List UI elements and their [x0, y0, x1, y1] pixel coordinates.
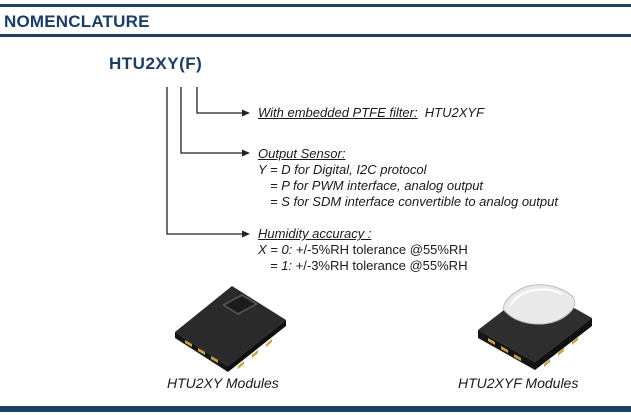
bottom-rule: [0, 406, 631, 412]
output-bracket-line: [180, 87, 243, 154]
top-rule: [0, 4, 631, 7]
humidity-line-5: X = 0: +/-5%RH tolerance @55%RH: [258, 242, 468, 258]
part-number: HTU2XY(F): [109, 54, 203, 73]
humidity-line-3-text: +/-3%RH tolerance @55%RH: [292, 258, 468, 273]
filter-bracket-line: [196, 87, 243, 114]
output-description: Output Sensor: Y = D for Digital, I2C pr…: [258, 146, 558, 210]
humidity-arrowhead: [242, 230, 250, 238]
htu2xyf-module-image: [478, 284, 592, 370]
humidity-description: Humidity accuracy : X = 0: +/-5%RH toler…: [258, 226, 468, 274]
title-underline: [0, 34, 631, 37]
output-arrowhead: [242, 149, 250, 157]
filter-arrowhead: [242, 109, 250, 117]
humidity-line-3: = 1: +/-3%RH tolerance @55%RH: [258, 258, 468, 274]
humidity-bracket-line: [166, 87, 243, 235]
humidity-line-5-prefix: X = 0:: [258, 242, 293, 257]
output-line-sdm: = S for SDM interface convertible to ana…: [270, 194, 558, 209]
output-line-pwm: = P for PWM interface, analog output: [270, 178, 484, 193]
section-title: NOMENCLATURE: [4, 12, 150, 31]
htu2xyf-caption: HTU2XYF Modules: [458, 375, 579, 391]
filter-value: HTU2XYF: [424, 105, 485, 120]
htu2xy-module-image: [175, 286, 286, 372]
filter-description: With embedded PTFE filter: HTU2XYF: [258, 105, 484, 121]
humidity-line-5-text: +/-5%RH tolerance @55%RH: [292, 242, 468, 257]
humidity-line-3-prefix: = 1:: [270, 258, 293, 273]
humidity-label: Humidity accuracy :: [258, 226, 372, 241]
htu2xy-caption: HTU2XY Modules: [167, 375, 279, 391]
output-label: Output Sensor:: [258, 146, 346, 161]
filter-label: With embedded PTFE filter:: [258, 105, 418, 120]
output-line-digital: Y = D for Digital, I2C protocol: [258, 162, 427, 177]
